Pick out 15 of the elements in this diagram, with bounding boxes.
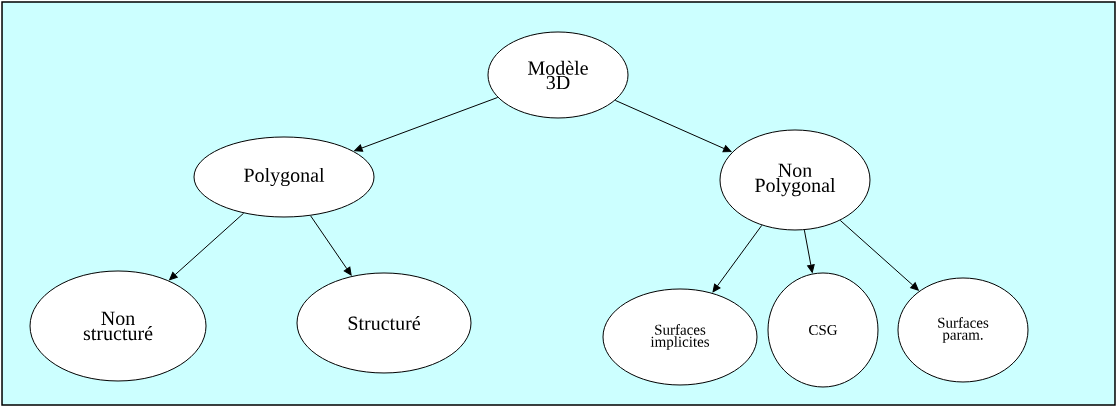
ellipse-node: Structuré: [296, 272, 472, 374]
arrow: [354, 96, 499, 152]
ellipse-node: Polygonal: [193, 136, 375, 218]
arrow: [310, 215, 352, 276]
arrow: [712, 224, 763, 293]
ellipse-node: Non Polygonal: [719, 129, 871, 231]
arrow: [169, 212, 245, 281]
arrow: [839, 219, 919, 291]
ellipse-node: Modèle 3D: [487, 31, 629, 119]
ellipse-node: CSG: [767, 272, 879, 388]
ellipse-node: Non structuré: [29, 270, 207, 382]
ellipse-node: Surfaces implicites: [602, 288, 758, 386]
arrow: [614, 99, 732, 153]
arrow: [803, 229, 815, 273]
ellipse-node: Surfaces param.: [897, 277, 1029, 383]
